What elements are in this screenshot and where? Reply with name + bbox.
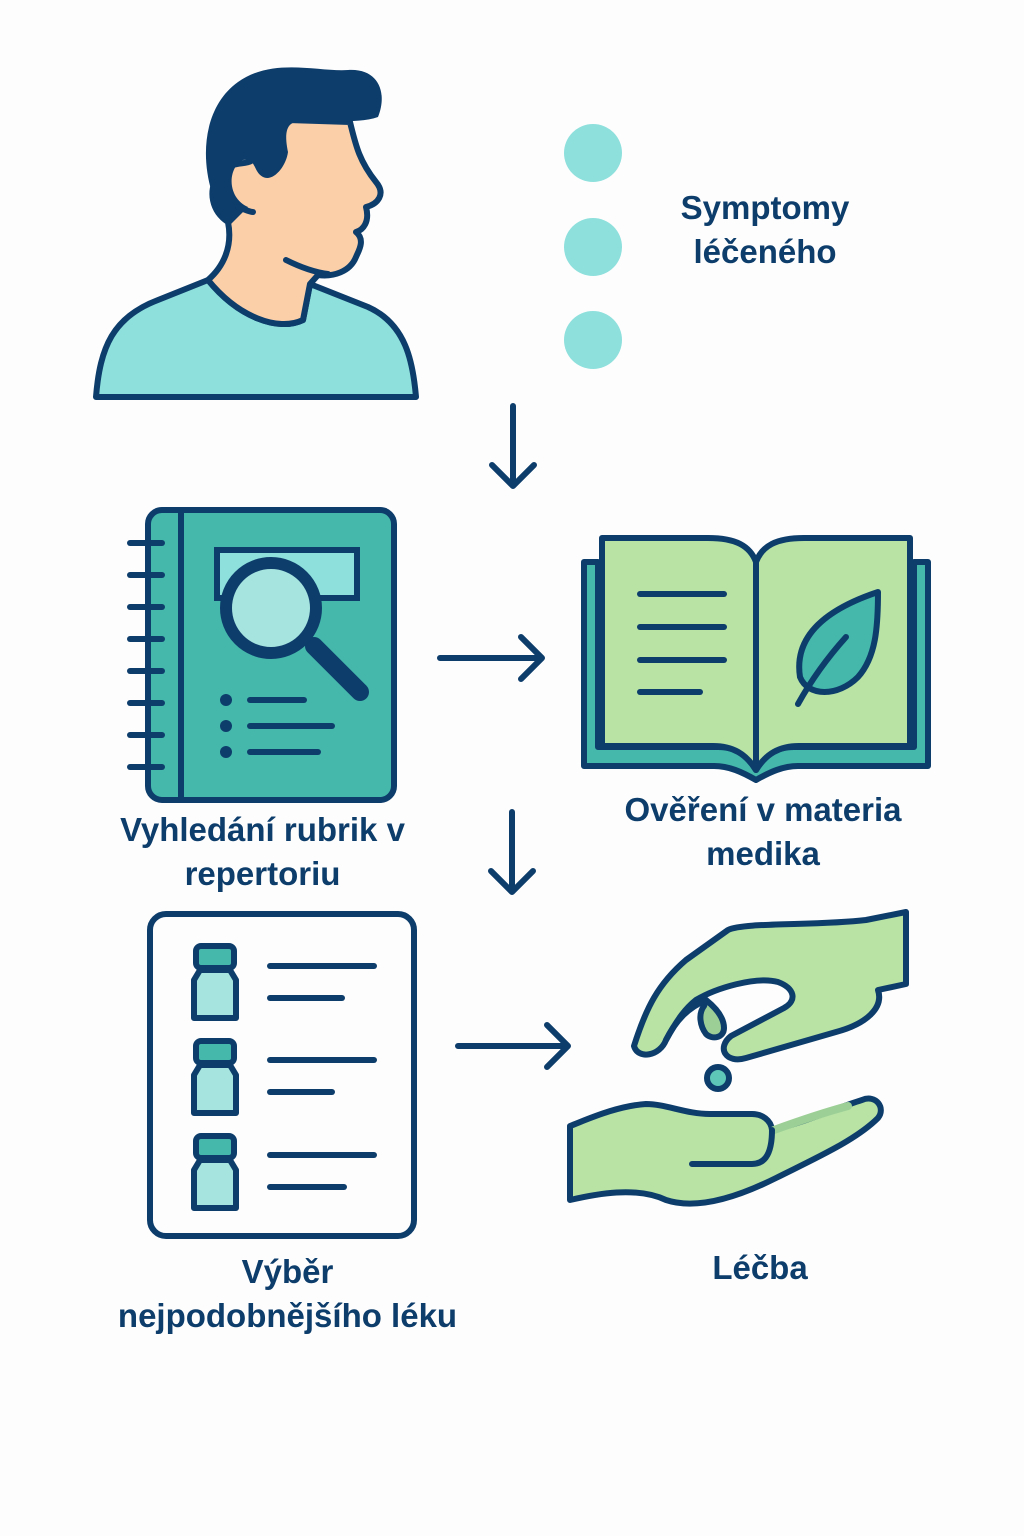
materia-medica-node [578,532,934,783]
arrow-right-icon [455,1022,571,1070]
remedy-list-node [146,910,418,1240]
symptom-dot [564,218,622,276]
patient-node [88,62,428,402]
arrow-down-icon [489,403,537,489]
symptom-dot [564,311,622,369]
selection-label: Výběr nejpodobnějšího léku [117,1253,458,1334]
remedy-list-icon [147,911,417,1239]
arrow-down-icon [488,809,536,895]
patient-profile-icon [93,67,419,400]
treatment-node [566,908,911,1208]
repertory-label: Vyhledání rubrik v repertoriu [120,811,405,892]
treatment-label: Léčba [712,1249,808,1286]
repertory-search-icon [127,507,397,803]
symptom-dots [564,124,624,374]
arrow-right-2 [454,1021,574,1071]
symptom-dot [564,124,622,182]
arrow-down-2 [487,808,537,898]
arrow-right-icon [437,634,545,682]
open-book-leaf-icon [581,535,931,783]
repertory-node [126,506,401,806]
arrow-right-1 [436,633,548,683]
hands-giving-remedy-icon [567,909,909,1207]
symptoms-label: Symptomy léčeného [680,189,850,270]
arrow-down-1 [488,402,538,492]
materia-medica-label: Ověření v materia medika [624,791,902,872]
